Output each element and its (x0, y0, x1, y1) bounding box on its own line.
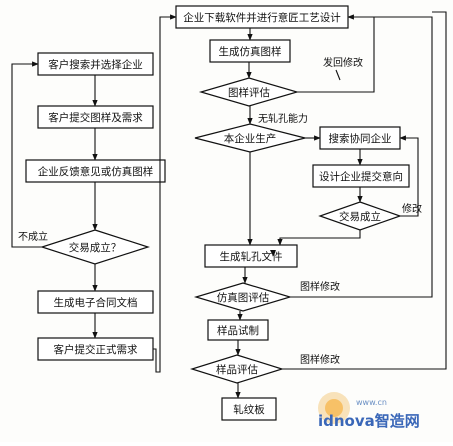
no-capacity-label: 无轧孔能力 (258, 112, 308, 125)
return-modify-label: 发回修改 (323, 56, 363, 69)
feedback-label: 企业反馈意见或仿真图样 (38, 165, 154, 178)
generate-contract-label: 生成电子合同文档 (54, 296, 138, 309)
sim-eval-diamond (193, 282, 293, 312)
submit-drawing-label: 客户提交图样及需求 (48, 111, 143, 124)
arrow-simeval-modify (290, 16, 433, 298)
deal-done-label: 交易成立 (339, 210, 381, 223)
submit-formal-label: 客户提交正式需求 (54, 343, 138, 356)
watermark-logo: www.cn idnova智造网 (318, 392, 420, 430)
return-modify-leader (335, 69, 341, 81)
modify-label: 修改 (402, 202, 422, 215)
direction-marker (270, 250, 276, 256)
generate-sim-label: 生成仿真图样 (219, 45, 282, 58)
drawing-eval-diamond (198, 77, 300, 107)
generate-punch-label: 生成轧孔文件 (220, 250, 283, 263)
company-produce-label: 本企业生产 (224, 132, 277, 145)
download-design-label: 企业下载软件并进行意匠工艺设计 (183, 11, 341, 24)
drawing-eval-label: 图样评估 (228, 86, 270, 99)
arrow-formal-to-download (153, 14, 177, 373)
search-partner-label: 搜索协同企业 (329, 132, 392, 145)
not-deal-label: 不成立 (18, 230, 48, 243)
punch-plate-box (221, 397, 277, 421)
select-company-label: 客户搜索并选择企业 (48, 58, 143, 71)
punch-plate-label: 轧纹板 (233, 403, 265, 416)
deal-decision-label: 交易成立？ (69, 241, 122, 254)
arrow-modify-loop (399, 135, 419, 217)
watermark-url: www.cn (356, 398, 387, 407)
sample-eval-label: 样品评估 (216, 363, 258, 376)
drawing-modify-2-label: 图样修改 (300, 353, 340, 366)
drawing-modify-1-label: 图样修改 (300, 280, 340, 293)
sample-eval-diamond (189, 354, 285, 384)
sim-eval-label: 仿真图评估 (217, 291, 270, 304)
design-intent-label: 设计企业提交意向 (319, 170, 403, 183)
arrow-dealdone-to-punch (277, 230, 361, 246)
sample-trial-label: 样品试制 (217, 324, 259, 337)
arrow-not-deal-loop (11, 61, 42, 248)
arrow-sampleeval-modify (282, 11, 447, 370)
arrow-return-modify (297, 14, 375, 93)
watermark-brand: idnova智造网 (318, 412, 420, 430)
